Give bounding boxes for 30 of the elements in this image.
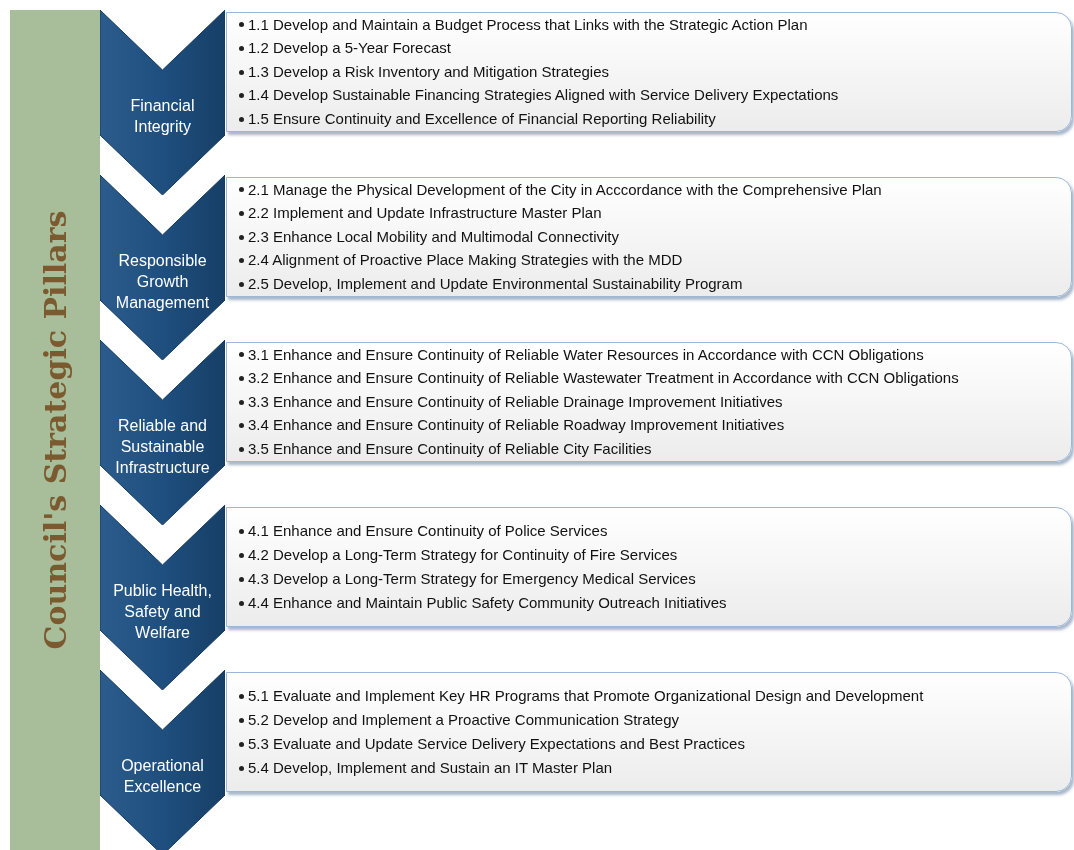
objective-text: 4.2 Develop a Long-Term Strategy for Continuity of Fire Services	[248, 544, 678, 565]
objective-text: 1.2 Develop a 5-Year Forecast	[248, 38, 451, 59]
objective-text: 3.5 Enhance and Ensure Continuity of Reliable City Facilities	[248, 438, 652, 459]
objective-text: 2.4 Alignment of Proactive Place Making Strategies with the MDD	[248, 250, 683, 271]
pillar-label: Reliable and Sustainable Infrastructure	[114, 415, 211, 478]
objective-text: 5.3 Evaluate and Update Service Delivery Expectations and Best Practices	[248, 733, 745, 754]
objective-text: 2.1 Manage the Physical Development of the City in Acccordance with the Comprehensive Plan	[248, 179, 882, 200]
objective-text: 2.5 Develop, Implement and Update Environmental Sustainability Program	[248, 273, 743, 294]
side-band	[10, 10, 100, 850]
vertical-title: Council's Strategic Pillars	[37, 210, 73, 650]
objective-text: 1.4 Develop Sustainable Financing Strategies Aligned with Service Delivery Expectations	[248, 85, 839, 106]
objective-text: 5.1 Evaluate and Implement Key HR Programs that Promote Organizational Design and Development	[248, 685, 924, 706]
objective-text: 1.5 Ensure Continuity and Excellence of Financial Reporting Reliability	[248, 108, 716, 129]
objective-text: 5.4 Develop, Implement and Sustain an IT Master Plan	[248, 757, 613, 778]
pillar-label: Public Health, Safety and Welfare	[112, 580, 213, 643]
objective-text: 3.3 Enhance and Ensure Continuity of Reliable Drainage Improvement Initiatives	[248, 391, 783, 412]
objective-text: 2.2 Implement and Update Infrastructure Master Plan	[248, 203, 602, 224]
objective-text: 3.2 Enhance and Ensure Continuity of Reliable Wastewater Treatment in Accordance with CCN Obligations	[248, 368, 959, 389]
objective-text: 1.3 Develop a Risk Inventory and Mitigation Strategies	[248, 61, 610, 82]
objective-text: 4.4 Enhance and Maintain Public Safety Community Outreach Initiatives	[248, 592, 727, 613]
objective-text: 4.3 Develop a Long-Term Strategy for Emergency Medical Services	[248, 568, 696, 589]
objective-text: 3.1 Enhance and Ensure Continuity of Reliable Water Resources in Accordance with CCN Obligations	[248, 344, 924, 365]
pillar-label: Operational Excellence	[120, 756, 205, 797]
objective-text: 3.4 Enhance and Ensure Continuity of Reliable Roadway Improvement Initiatives	[248, 415, 785, 436]
objective-text: 1.1 Develop and Maintain a Budget Process that Links with the Strategic Action Plan	[248, 14, 808, 35]
pillar-label: Responsible Growth Management	[114, 250, 211, 313]
pillar-label: Financial Integrity	[129, 96, 196, 137]
objective-text: 2.3 Enhance Local Mobility and Multimodal Connectivity	[248, 226, 620, 247]
objective-text: 5.2 Develop and Implement a Proactive Communication Strategy	[248, 709, 680, 730]
objective-text: 4.1 Enhance and Ensure Continuity of Police Services	[248, 520, 608, 541]
